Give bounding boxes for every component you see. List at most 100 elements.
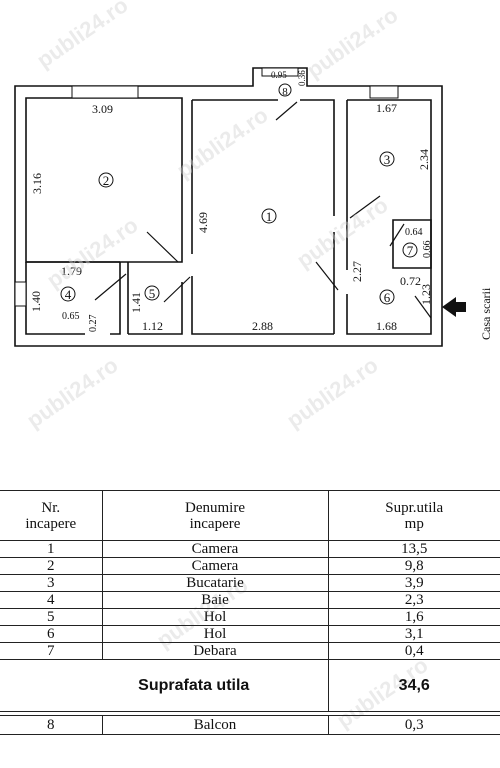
room-number: 1 xyxy=(266,209,273,224)
room-5-wall xyxy=(127,262,183,335)
cell-nr: 8 xyxy=(0,715,103,735)
door-1 xyxy=(315,261,339,291)
dim-label: 1.68 xyxy=(376,319,397,333)
total-value: 34,6 xyxy=(327,659,500,712)
dim-label: 3.16 xyxy=(30,173,44,194)
cell-name: Bucatarie xyxy=(101,574,329,592)
dim-label: 0.36 xyxy=(297,70,307,86)
door-5 xyxy=(163,276,191,303)
cell-area: 0,3 xyxy=(327,715,500,735)
doors xyxy=(94,101,432,319)
door-2 xyxy=(146,231,179,263)
room-6-circle xyxy=(379,289,395,305)
dim-label: 2.88 xyxy=(252,319,273,333)
table-row: 3 Bucatarie 3,9 xyxy=(0,574,500,592)
header-nr-line1: Nr. xyxy=(41,499,61,516)
room-3-wall xyxy=(346,99,432,335)
room-number: 4 xyxy=(65,287,72,302)
room-7-wall xyxy=(392,219,432,269)
header-nr: Nr.incapere xyxy=(0,490,103,541)
cell-nr: 2 xyxy=(0,557,103,575)
cell-name: Hol xyxy=(101,625,329,643)
table-row: 2 Camera 9,8 xyxy=(0,557,500,575)
dim-label: 1.79 xyxy=(61,264,82,278)
dim-label: 0.66 xyxy=(422,241,433,259)
room-5-circle xyxy=(144,285,160,301)
dim-label: 1.41 xyxy=(129,292,143,313)
cell-area: 13,5 xyxy=(327,540,500,558)
dim-label: 3.09 xyxy=(92,102,113,116)
cell-name: Debara xyxy=(101,642,329,660)
cell-name: Camera xyxy=(101,557,329,575)
dim-label: 2.34 xyxy=(417,149,431,170)
dim-label: 1.23 xyxy=(419,284,433,305)
dimension-labels: 3.09 3.16 4.69 1.67 2.34 0.95 0.36 1.79 … xyxy=(29,70,433,333)
cell-area: 1,6 xyxy=(327,608,500,626)
cell-nr: 7 xyxy=(0,642,103,660)
door-8 xyxy=(275,101,298,121)
arrow-left-icon xyxy=(442,297,466,317)
dim-label: 0.27 xyxy=(88,315,99,333)
floor-plan: 1 2 3 4 5 6 7 8 3.09 3.16 4.69 1.67 2.34… xyxy=(14,67,493,347)
cell-nr: 3 xyxy=(0,574,103,592)
cell-area: 3,1 xyxy=(327,625,500,643)
dim-label: 1.40 xyxy=(29,291,43,312)
header-area-line1: Supr.utila xyxy=(385,499,444,516)
room-number: 5 xyxy=(149,286,156,301)
room-number: 7 xyxy=(407,243,414,258)
dim-label: 1.67 xyxy=(376,101,397,115)
door-3 xyxy=(349,195,381,219)
header-name-line2: incapere xyxy=(189,515,241,532)
door-6 xyxy=(414,295,432,319)
header-area-line2: mp xyxy=(404,515,424,532)
room-number: 2 xyxy=(103,173,110,188)
cell-nr: 1 xyxy=(0,540,103,558)
room-8-circle xyxy=(278,83,292,97)
table-row: 4 Baie 2,3 xyxy=(0,591,500,609)
outer-wall xyxy=(14,67,443,347)
room-numbers: 1 2 3 4 5 6 7 8 xyxy=(65,86,414,305)
dim-label: 4.69 xyxy=(196,212,210,233)
room-number: 6 xyxy=(384,290,391,305)
dim-label: 0.95 xyxy=(271,70,287,80)
room-3-circle xyxy=(379,151,395,167)
window-2 xyxy=(71,85,139,99)
cell-name: Hol xyxy=(101,608,329,626)
table-row: 5 Hol 1,6 xyxy=(0,608,500,626)
table-row: 8 Balcon 0,3 xyxy=(0,715,500,735)
stair-label: Casa scarii xyxy=(479,287,493,340)
dim-label: 2.27 xyxy=(350,261,364,282)
room-circles xyxy=(60,83,418,305)
cell-area: 9,8 xyxy=(327,557,500,575)
dim-label: 1.12 xyxy=(142,319,163,333)
room-number: 3 xyxy=(384,152,391,167)
window-balcony xyxy=(261,67,299,77)
door-7 xyxy=(389,223,405,247)
room-1-circle xyxy=(261,208,277,224)
table-row: 1 Camera 13,5 xyxy=(0,540,500,558)
total-row: Suprafata utila 34,6 xyxy=(0,659,500,712)
dim-label: 0.72 xyxy=(400,274,421,288)
door-4 xyxy=(94,273,127,301)
table-row: 7 Debara 0,4 xyxy=(0,642,500,660)
cell-nr: 5 xyxy=(0,608,103,626)
room-1-wall xyxy=(191,99,335,335)
room-4-circle xyxy=(60,286,76,302)
dim-label: 0.65 xyxy=(62,311,80,322)
cell-name: Camera xyxy=(101,540,329,558)
window-4 xyxy=(14,281,27,307)
cell-nr: 4 xyxy=(0,591,103,609)
cell-area: 2,3 xyxy=(327,591,500,609)
total-label: Suprafata utila xyxy=(0,659,329,712)
dim-label: 0.64 xyxy=(405,227,423,238)
room-2-circle xyxy=(98,172,114,188)
cell-area: 3,9 xyxy=(327,574,500,592)
windows xyxy=(14,67,399,307)
cell-area: 0,4 xyxy=(327,642,500,660)
window-3 xyxy=(369,85,399,99)
cell-nr: 6 xyxy=(0,625,103,643)
